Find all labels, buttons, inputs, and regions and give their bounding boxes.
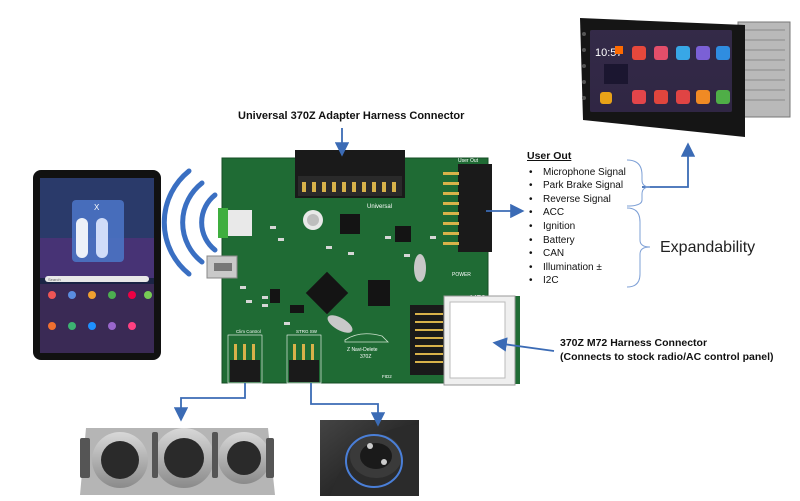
user-out-item: Illumination ± bbox=[527, 261, 626, 275]
climate-control-image bbox=[80, 428, 275, 495]
user-out-bracket bbox=[626, 159, 651, 288]
user-out-item: ACC bbox=[527, 206, 626, 220]
m72-connector-label: 370Z M72 Harness Connector (Connects to … bbox=[560, 336, 774, 364]
m72-arrow bbox=[492, 337, 555, 352]
user-out-item: Park Brake Signal bbox=[527, 179, 626, 193]
head-unit-image: 10:57 bbox=[580, 18, 791, 137]
user-out-item: Battery bbox=[527, 234, 626, 248]
user-out-item: CAN bbox=[527, 247, 626, 261]
steering-arrow bbox=[310, 383, 386, 427]
expandability-label: Expandability bbox=[660, 239, 756, 256]
wireless-signal-icon bbox=[161, 168, 218, 277]
user-out-item: Ignition bbox=[527, 220, 626, 234]
pcb-user-out-label: User Out bbox=[458, 158, 479, 164]
pcb-board: User Out POWER Universal M72 bbox=[206, 150, 520, 386]
pcb-board-name-1: Z Navi-Delete bbox=[347, 347, 378, 353]
user-out-item: Microphone Signal bbox=[527, 166, 626, 180]
user-out-item: I2C bbox=[527, 274, 626, 288]
user-out-item: Reverse Signal bbox=[527, 193, 626, 207]
harness-connector-label: Universal 370Z Adapter Harness Connector bbox=[238, 110, 465, 122]
climate-arrow bbox=[173, 383, 246, 422]
pcb-climate-label: Clim Control bbox=[236, 329, 261, 334]
head-unit-arrow bbox=[642, 142, 696, 188]
pcb-board-name-2: 370Z bbox=[360, 354, 371, 360]
m72-connector-title: 370Z M72 Harness Connector bbox=[560, 337, 708, 349]
pcb-power-label: POWER bbox=[452, 272, 471, 278]
user-out-title: User Out bbox=[527, 150, 572, 162]
pcb-brand-label: Universal bbox=[367, 204, 392, 210]
tablet-search-label: Search bbox=[48, 277, 61, 282]
user-out-list: User Out Microphone Signal Park Brake Si… bbox=[527, 150, 626, 288]
pcb-steering-label: STRG SW bbox=[296, 329, 318, 334]
pcb-fiducial-label: FID2 bbox=[382, 374, 392, 379]
connector-arrows bbox=[173, 128, 696, 427]
tablet-image: X Search bbox=[33, 170, 161, 360]
m72-connector-subtitle: (Connects to stock radio/AC control pane… bbox=[560, 351, 774, 363]
steering-wheel-image bbox=[320, 420, 419, 496]
tablet-close-label: X bbox=[94, 203, 100, 212]
